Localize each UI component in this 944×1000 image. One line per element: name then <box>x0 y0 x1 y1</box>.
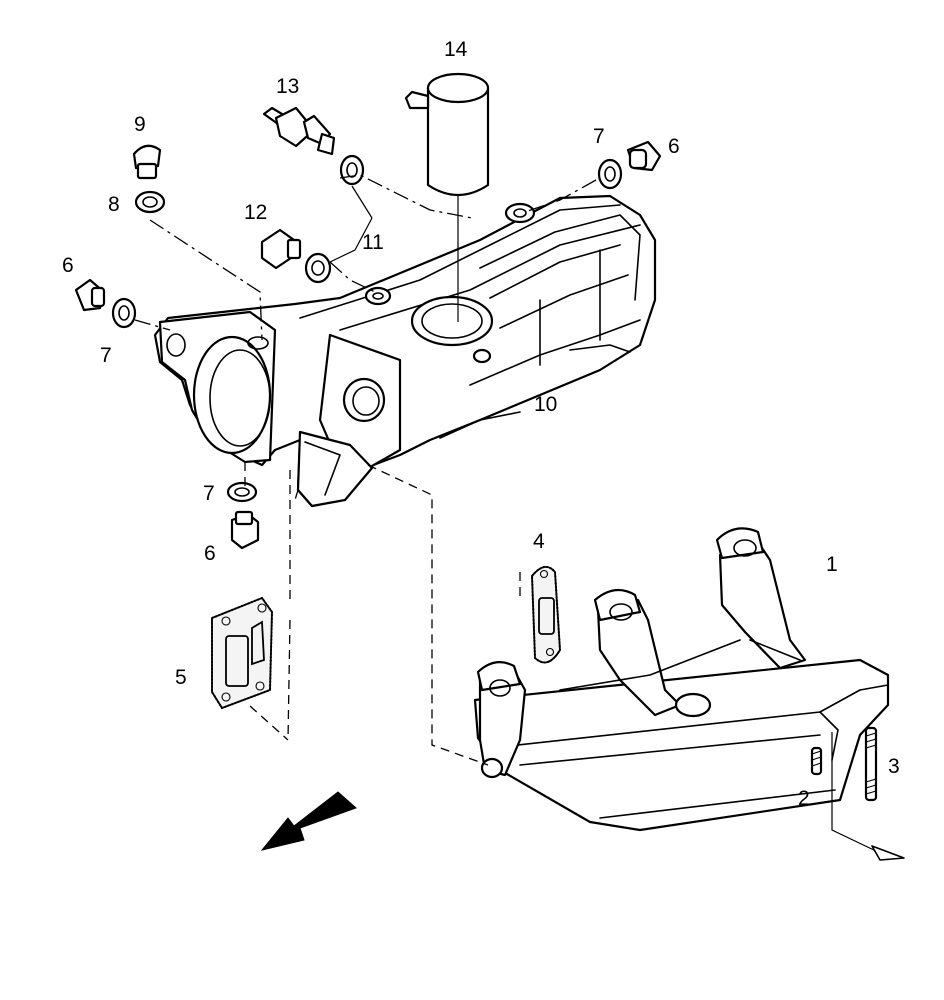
part-13-temperature-sender <box>262 106 336 156</box>
part-5-gasket <box>211 596 274 710</box>
part-8-washer-hole <box>142 196 158 208</box>
callout-10: 10 <box>534 393 557 416</box>
callout-9: 9 <box>134 113 146 136</box>
callout-8: 8 <box>108 193 120 216</box>
callout-12: 12 <box>244 201 267 224</box>
part-4-gasket <box>530 565 562 664</box>
part-11-washer-upper <box>339 154 365 186</box>
part-7-washer-right-hole <box>604 166 616 182</box>
part-3-stud-thread <box>865 732 877 795</box>
flow-arrow-icon <box>871 845 905 861</box>
callout-11: 11 <box>362 231 384 254</box>
callout-7-left: 7 <box>100 344 112 367</box>
part-2-stud-thread <box>811 750 822 767</box>
part-9-plug <box>132 144 162 180</box>
callout-14: 14 <box>444 38 468 61</box>
part-2-stud <box>810 746 823 776</box>
part-11-washer-lower-hole <box>311 260 325 276</box>
callout-2: 2 <box>798 787 810 810</box>
part-7-washer-left-hole <box>118 305 130 321</box>
callout-6-bottom: 6 <box>204 542 216 565</box>
part-7-washer-left <box>111 297 137 329</box>
callout-3: 3 <box>888 755 900 778</box>
callout-5: 5 <box>175 666 187 689</box>
callout-4: 4 <box>533 530 545 553</box>
assembly-leader-lines <box>134 174 879 853</box>
callout-13: 13 <box>276 75 299 98</box>
part-14-cylinder-housing <box>404 72 490 196</box>
part-8-washer <box>134 190 166 214</box>
part-12-hex-plug <box>260 228 302 270</box>
forward-arrow-icon <box>260 791 357 851</box>
callout-7-right: 7 <box>593 125 605 148</box>
callout-6-right: 6 <box>668 135 680 158</box>
part-7-washer-right <box>597 158 623 190</box>
part-3-stud <box>864 726 878 802</box>
part-7-washer-bottom-hole <box>234 487 250 497</box>
part-7-washer-bottom <box>226 481 258 503</box>
part-10-upper-manifold <box>153 194 657 508</box>
part-11-washer-upper-hole <box>346 162 358 178</box>
callout-7-bottom: 7 <box>203 482 215 505</box>
part-6-plug-left <box>74 278 106 312</box>
callout-6-left: 6 <box>62 254 74 277</box>
part-6-plug-bottom <box>230 510 260 550</box>
part-11-washer-lower <box>304 252 332 284</box>
part-1-exhaust-manifold <box>473 527 890 832</box>
part-6-plug-right <box>626 140 662 172</box>
callout-1: 1 <box>826 553 838 576</box>
